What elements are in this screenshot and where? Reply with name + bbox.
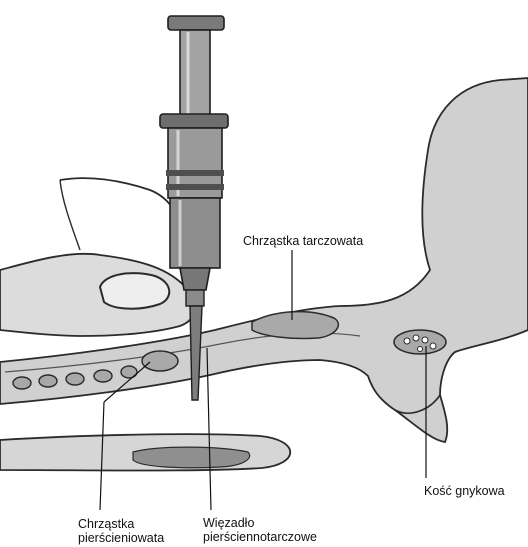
thyroid-cartilage bbox=[252, 312, 338, 339]
label-cricothyroid-ligament: Więzadło pierścienno​tarczowe bbox=[203, 516, 317, 544]
cricoid-cartilage bbox=[142, 351, 178, 371]
syringe-icon bbox=[160, 16, 228, 306]
label-cricoid-line2: pierścieniowata bbox=[78, 531, 164, 545]
posterior-tissue-core bbox=[133, 447, 250, 468]
label-hyoid-bone: Kość gnykowa bbox=[424, 484, 505, 498]
label-thyroid-cartilage: Chrząstka tarczowata bbox=[243, 234, 363, 248]
hyoid-bone bbox=[394, 330, 446, 354]
label-ligament-line2: pierścienno​tarczowe bbox=[203, 530, 317, 544]
needle-icon bbox=[190, 306, 202, 400]
label-cricoid-cartilage: Chrząstka pierścieniowata bbox=[78, 517, 164, 545]
finger-icon bbox=[0, 178, 195, 336]
label-ligament-line1: Więzadło bbox=[203, 516, 317, 530]
label-cricoid-line1: Chrząstka bbox=[78, 517, 164, 531]
